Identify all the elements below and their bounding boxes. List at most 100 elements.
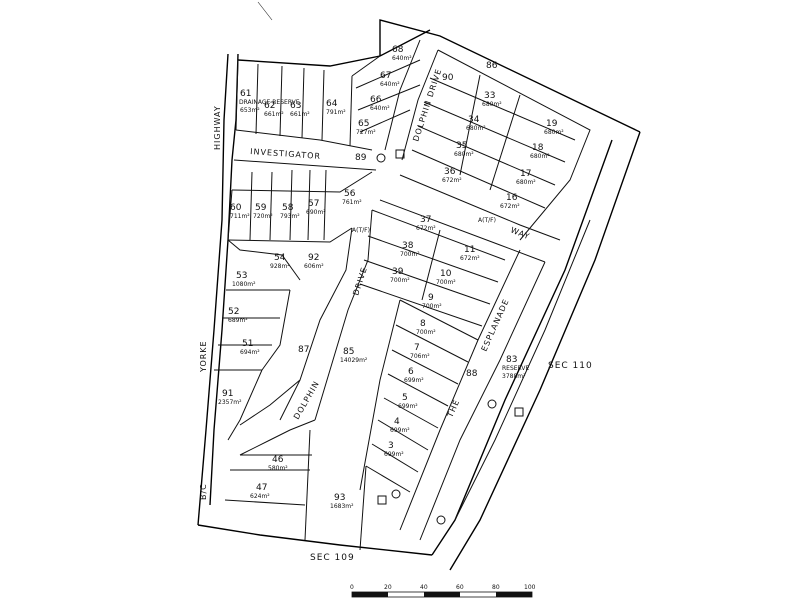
lot-divider [371,443,419,473]
lot-divider [307,169,311,241]
lot-9-number: 9 [428,293,434,303]
lot-divider [261,289,291,371]
lot-divider [323,169,327,241]
lot-4-number: 4 [394,417,400,427]
lot-10-number: 10 [440,269,452,279]
scale-tick-80: 80 [492,584,500,591]
survey-mark-circle [436,515,446,525]
dolphin-west-curve [227,369,263,441]
the-esplanade-lot-edge [399,249,521,531]
lot-rear-line [359,299,401,491]
lot-33-number: 33 [484,91,495,101]
scale-tick-20: 20 [384,584,392,591]
dolphin-drive-west-edge [384,39,421,151]
lot-68-number: 68 [392,45,404,55]
lot-38-area: 700m² [400,251,420,258]
lot-divider [417,125,556,186]
lot-divider [395,324,469,363]
lot-divider [355,59,421,89]
lot-85-area: 14029m² [340,357,368,364]
survey-mark-circle [487,399,497,409]
lot-divider [365,465,411,493]
lot-37-area: 672m² [416,225,436,232]
lot-divider [383,397,439,429]
lot-60-number: 60 [230,203,242,213]
lot-36-number: 36 [444,167,456,177]
lot-17-number: 17 [520,169,531,179]
lot-divider [359,283,483,327]
lot-68-area: 640m² [392,55,412,62]
lot-divider [391,349,459,385]
lot-8-number: 8 [420,319,426,329]
road-label-investigator: INVESTIGATOR [250,147,321,161]
lot-divider [289,169,293,241]
lot-divider [359,109,411,133]
lot-83-extra: RESERVE [502,365,530,372]
lot-57-area: 690m² [306,209,326,216]
lot-39-number: 39 [392,267,404,277]
investigator-south-edge [233,159,377,171]
lot-65-number: 65 [358,119,369,129]
lot-63-number: 63 [290,101,301,111]
lot-92-number: 92 [308,253,319,263]
lot-35-area: 680m² [454,151,474,158]
lot-divider [224,499,306,506]
lot-53-area: 1080m² [232,281,256,288]
symbol-at-mid: A(T/F) [352,227,370,234]
lot-90-number: 90 [442,73,454,83]
road-label-the: THE [445,398,461,420]
lot-66-area: 640m² [370,105,390,112]
lot-19-number: 19 [546,119,558,129]
lot-51-number: 51 [242,339,253,349]
lot-divider [227,239,301,281]
symbol-at-top: A(T/F) [478,217,496,224]
lot-58-number: 58 [282,203,294,213]
lot-divider [235,59,239,131]
way-south-edge [379,199,546,263]
lot-47-area: 624m² [250,493,270,500]
lot-54-area: 928m² [270,263,290,270]
scale-bar-seg [352,592,388,597]
lot-divider [357,84,421,111]
lot-divider [301,67,305,139]
road-label-drive: DRIVE [351,266,369,297]
lot-divider [269,171,273,241]
lot-4-area: 699m² [390,427,410,434]
lot-52-area: 689m² [228,317,248,324]
lot-divider [351,55,381,77]
lot-61-area: 653m² [240,107,260,114]
lot-divider [227,189,233,241]
section-label-109: SEC 109 [310,553,355,563]
lot-57-number: 57 [308,199,319,209]
lot-divider [489,94,521,191]
way-north-edge [399,174,561,241]
lot-83-area: 3788m² [502,373,526,380]
lot-18-area: 680m² [530,153,550,160]
the-esplanade-inner-edge [419,261,546,541]
lot-64-area: 791m² [326,109,346,116]
lot-9-area: 700m² [422,303,442,310]
lot-divider [421,229,441,301]
lot-85-number: 85 [343,347,354,357]
lot-62-number: 62 [264,101,275,111]
block-top [231,171,373,193]
lot-divider [423,101,566,163]
lot-16-number: 16 [506,193,518,203]
west-boundary [197,53,229,526]
lot-93-number: 93 [334,493,345,503]
scale-tick-0: 0 [350,584,354,591]
lot-92-area: 606m² [304,263,324,270]
dolphin-south-edge [239,419,316,456]
lot-divider [429,77,576,141]
survey-mark-square [377,495,387,505]
reserve-boundary [454,219,591,521]
lot-39-area: 700m² [390,277,410,284]
lot-36-area: 672m² [442,177,462,184]
lot-17-area: 680m² [516,179,536,186]
road-label-bc: B/C [199,483,208,500]
lot-labels: 68 640m² 67 640m² 66 640m² 65 727m² 64 7… [218,45,564,510]
stray-mark [257,1,273,21]
lot-8-area: 700m² [416,329,436,336]
lot-35-number: 35 [456,141,467,151]
